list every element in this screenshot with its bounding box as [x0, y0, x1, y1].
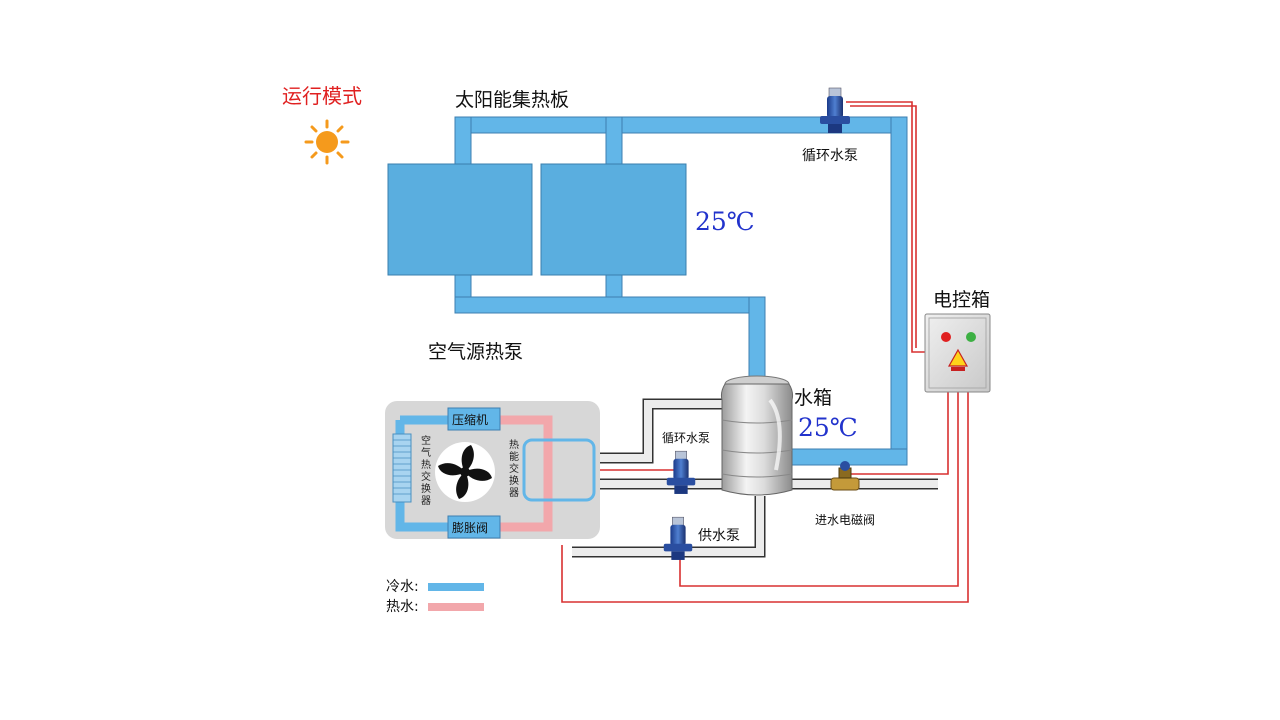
solar-panel-right [540, 163, 687, 276]
legend-hot-swatch [428, 603, 484, 611]
legend-hot-label: 热水: [386, 599, 419, 615]
compressor-label: 压缩机 [452, 412, 488, 427]
top-pump-label: 循环水泵 [802, 148, 858, 164]
legend-cold-swatch [428, 583, 484, 591]
expansion-valve-box [447, 515, 501, 539]
pipe-riser-1 [454, 116, 472, 168]
air-heat-exchanger-label: 空气热交换器 [421, 436, 431, 507]
heat-pump-unit [385, 401, 600, 539]
red-indicator-light [941, 332, 951, 342]
expansion-valve-label: 膨胀阀 [452, 521, 488, 535]
legend-cold-label: 冷水: [386, 579, 419, 595]
fan-icon [435, 442, 495, 502]
pipe-bottom-header [454, 296, 766, 314]
inlet-valve-label: 进水电磁阀 [815, 512, 875, 527]
wire-heat-pump [561, 392, 969, 603]
water-tank-temperature: 25℃ [798, 413, 858, 442]
sun-icon [304, 119, 350, 165]
solar-panel-temperature: 25℃ [695, 207, 755, 236]
wire-supply-pump [679, 392, 959, 587]
water-tank [720, 375, 794, 496]
solar-loop-pipes [454, 116, 908, 466]
heat-exchanger-label: 热能交换器 [509, 440, 519, 499]
water-heat-exchanger [522, 438, 596, 502]
compressor-box [447, 407, 501, 431]
water-tank-label: 水箱 [794, 387, 832, 409]
pipe-right-down [890, 116, 908, 466]
solar-panel-label: 太阳能集热板 [455, 89, 569, 111]
wire-top-pump [846, 101, 928, 353]
control-box-label: 电控箱 [933, 289, 990, 311]
air-heat-exchanger-coil [392, 433, 412, 503]
green-indicator-light [966, 332, 976, 342]
control-box[interactable] [924, 313, 991, 393]
supply-pump-label: 供水泵 [698, 528, 740, 544]
mode-label: 运行模式 [282, 84, 362, 108]
pipe-riser-2 [605, 116, 623, 168]
wire-inlet-valve [848, 392, 949, 475]
wire-top-pump-return [850, 105, 917, 348]
control-wires [561, 101, 969, 603]
warning-icon [947, 348, 969, 367]
circulation-pump-label: 循环水泵 [662, 431, 710, 445]
heat-pump-label: 空气源热泵 [428, 341, 523, 363]
solar-panel-left [387, 163, 533, 276]
inlet-solenoid-valve-icon[interactable] [830, 461, 860, 491]
pipe-down-to-tank [748, 296, 766, 388]
